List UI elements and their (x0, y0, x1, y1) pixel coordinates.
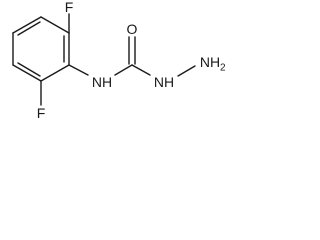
ring-double-bond (17, 62, 41, 77)
ring-bond (12, 16, 42, 34)
amide-nh-label: NH (92, 74, 112, 90)
bond-nh-nh2 (177, 65, 196, 77)
bond-carbonyl-nh (131, 64, 151, 76)
bond-nh-carbonyl (114, 64, 133, 76)
bond-ring-nh (68, 64, 89, 76)
carbonyl-oxygen-label: O (127, 21, 138, 37)
ring-bond (40, 64, 70, 82)
fluorine-bottom-label: F (37, 105, 46, 121)
benzene-ring (12, 16, 70, 82)
ring-double-bond (17, 21, 41, 36)
chemical-structure-diagram: F F O NH NH NH 2 (12, 0, 226, 121)
amine-n-label: NH (200, 54, 220, 70)
amine-subscript-label: 2 (220, 63, 226, 74)
fluorine-top-label: F (65, 0, 74, 15)
ring-bond (12, 64, 42, 82)
hydrazine-nh-label: NH (154, 74, 174, 90)
ring-bond (40, 16, 70, 34)
